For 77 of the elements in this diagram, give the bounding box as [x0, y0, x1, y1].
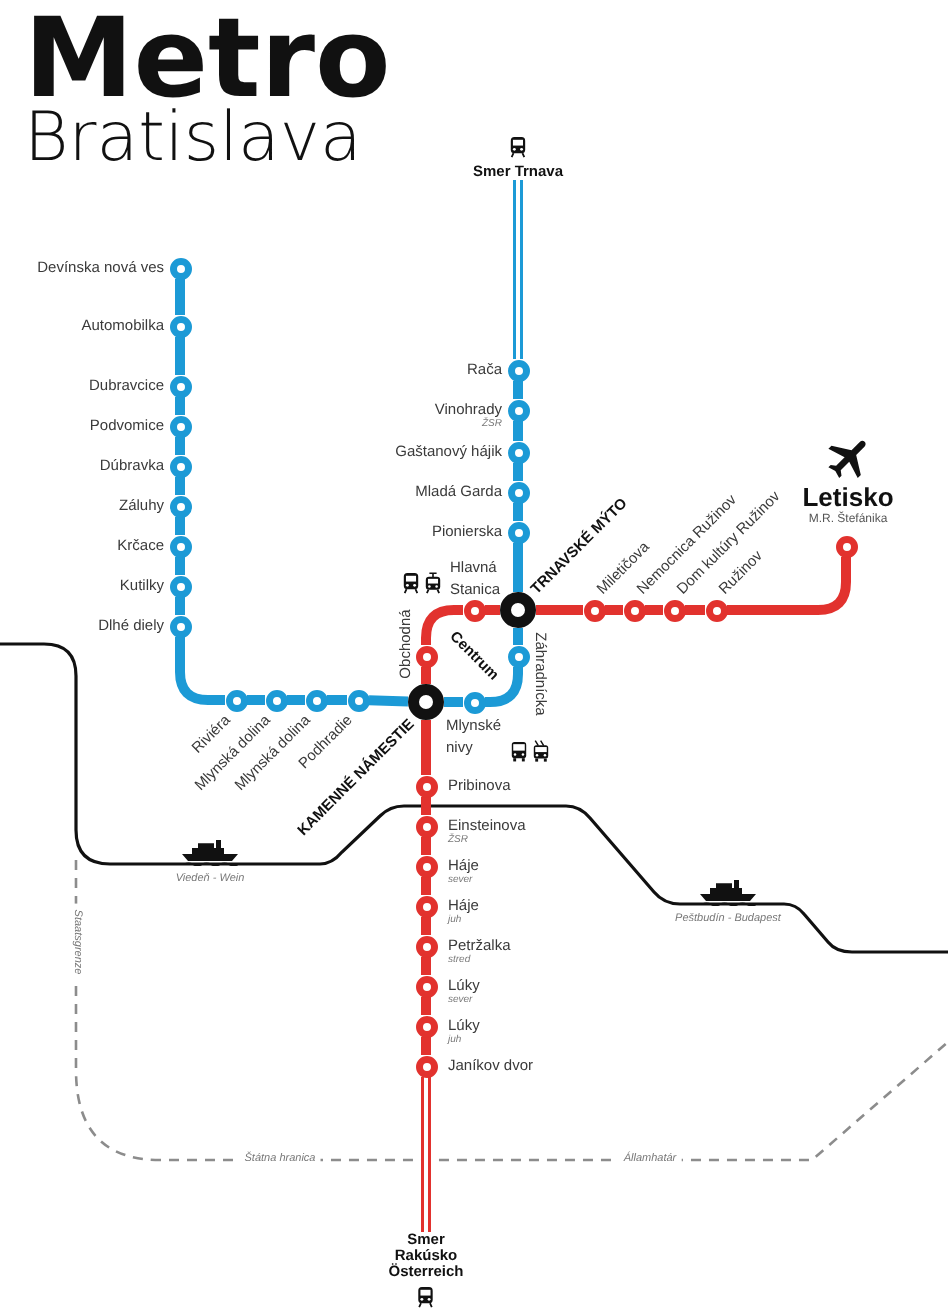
station-icon	[463, 599, 485, 621]
track-line	[421, 837, 431, 855]
station-icon	[415, 935, 437, 957]
station-icon	[169, 495, 191, 517]
track-line	[513, 628, 523, 645]
station-icon	[169, 375, 191, 397]
station-label: Letisko	[802, 484, 894, 512]
track-line	[175, 557, 185, 575]
station-icon	[305, 689, 327, 711]
interchange-icon	[500, 592, 536, 628]
station-icon	[169, 257, 191, 279]
track-line	[327, 695, 347, 705]
track-line	[175, 517, 185, 535]
station-icon	[169, 455, 191, 477]
track-line	[287, 695, 305, 705]
station-icon	[583, 599, 605, 621]
station-icon	[507, 521, 529, 543]
track-line	[247, 695, 265, 705]
track-line	[513, 463, 523, 481]
station-icon	[265, 689, 287, 711]
track-line	[513, 381, 523, 399]
track-line	[513, 180, 523, 359]
station-icon	[705, 599, 727, 621]
station-icon	[415, 775, 437, 797]
station-icon	[415, 1015, 437, 1037]
track-line	[513, 421, 523, 441]
track-line	[421, 797, 431, 815]
track-line	[645, 605, 663, 615]
station-icon	[415, 815, 437, 837]
station-icon	[415, 895, 437, 917]
station-icon	[169, 535, 191, 557]
track-line	[513, 503, 523, 521]
station-icon	[169, 415, 191, 437]
track-line	[421, 997, 431, 1015]
station-icon	[225, 689, 247, 711]
interchange-icon	[408, 684, 444, 720]
station-icon	[507, 481, 529, 503]
station-icon	[507, 399, 529, 421]
track-line	[421, 1077, 431, 1232]
station-icon	[463, 691, 485, 713]
station-icon	[169, 615, 191, 637]
station-icon	[507, 645, 529, 667]
station-icon	[835, 535, 857, 557]
track-line	[421, 957, 431, 975]
track-line	[513, 543, 523, 592]
station-icon	[169, 315, 191, 337]
track-line	[421, 917, 431, 935]
track-line	[444, 697, 463, 707]
track-line	[421, 667, 431, 684]
track-line	[175, 637, 225, 705]
track-line	[175, 477, 185, 495]
track-line	[421, 605, 463, 645]
station-icon	[415, 1055, 437, 1077]
map-title: Metro Bratislava	[24, 8, 391, 170]
station-icon	[415, 855, 437, 877]
track-line	[175, 279, 185, 315]
track-line	[175, 397, 185, 415]
track-line	[421, 1037, 431, 1055]
station-icon	[623, 599, 645, 621]
track-line	[485, 667, 523, 707]
station-icon	[415, 975, 437, 997]
track-line	[605, 605, 623, 615]
station-icon	[169, 575, 191, 597]
track-line	[685, 605, 705, 615]
track-line	[175, 337, 185, 375]
track-line	[421, 720, 431, 775]
station-icon	[507, 359, 529, 381]
station-icon	[347, 689, 369, 711]
track-line	[536, 605, 583, 615]
track-line	[175, 437, 185, 455]
track-line	[485, 605, 500, 615]
station-icon	[507, 441, 529, 463]
track-line	[368, 695, 409, 707]
station-icon	[415, 645, 437, 667]
track-line	[175, 597, 185, 615]
station-icon	[663, 599, 685, 621]
track-line	[421, 877, 431, 895]
